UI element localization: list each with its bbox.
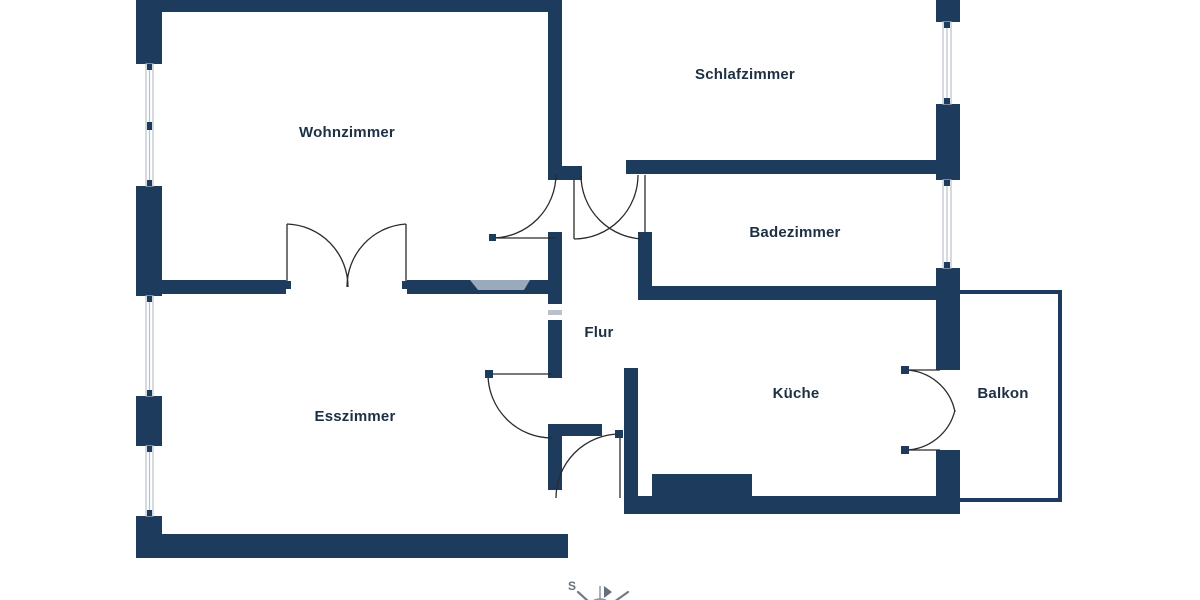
door-wohnzimmer-esszimmer-double [283,223,410,289]
window-esszimmer-left-lower [145,445,154,517]
room-label-esszimmer: Esszimmer [314,408,395,425]
room-label-flur: Flur [584,324,613,341]
doors [283,171,956,499]
wall-wohnzimmer-esszimmer-right [407,280,478,294]
window-badezimmer-right [942,179,952,269]
room-labels: Wohnzimmer Schlafzimmer Badezimmer Flur … [299,66,1028,425]
door-kueche-balkon-double [901,366,956,454]
wall-esszimmer-flur-mid [548,320,562,378]
door-flur-kueche [555,430,623,499]
window-wohnzimmer-left [145,63,154,187]
wall-hall-bottom-stub [548,424,602,436]
window-schlafzimmer-right [942,21,952,105]
wall-flur-kueche [624,368,638,500]
wall-kueche-balkon-top [936,292,960,370]
window-esszimmer-left-upper [145,295,154,397]
wall-exterior-top-wohnzimmer [136,0,560,12]
wall-esszimmer-flur-lower [548,430,562,490]
door-flur-schlafzimmer [570,171,639,240]
door-wohnzimmer-flur [489,173,557,241]
room-label-badezimmer: Badezimmer [749,224,840,241]
wall-exterior-bottom-kueche [624,496,960,514]
room-label-schlafzimmer: Schlafzimmer [695,66,795,83]
wall-exterior-left-pier-1 [136,186,162,296]
wall-exterior-left-pier-2 [136,396,162,446]
door-flur-badezimmer [580,174,649,240]
balkon-outline [958,290,1062,502]
door-flur-esszimmer [485,370,553,439]
opening-niche-esszimmer [470,280,530,290]
flur-wall-opening-marker [548,304,562,320]
windows [145,21,952,517]
room-label-wohnzimmer: Wohnzimmer [299,124,395,141]
room-label-kueche: Küche [773,385,820,402]
wall-esszimmer-flur-upper [548,232,562,304]
wall-wohnzimmer-esszimmer-left [148,280,286,294]
wall-exterior-right-pier [936,104,960,180]
walls [136,0,960,558]
wall-exterior-bottom-left [136,534,568,558]
room-label-balkon: Balkon [977,385,1028,402]
wall-schlafzimmer-badezimmer [626,160,960,174]
wall-exterior-right-top [936,0,960,22]
wall-wohnzimmer-schlafzimmer [548,0,562,180]
compass-rose: S [568,579,630,600]
compass-label-south: S [568,579,576,593]
wall-badezimmer-kueche [638,286,960,300]
kueche-chimney-block [652,474,752,498]
wall-hall-badezimmer-vertical [638,232,652,294]
